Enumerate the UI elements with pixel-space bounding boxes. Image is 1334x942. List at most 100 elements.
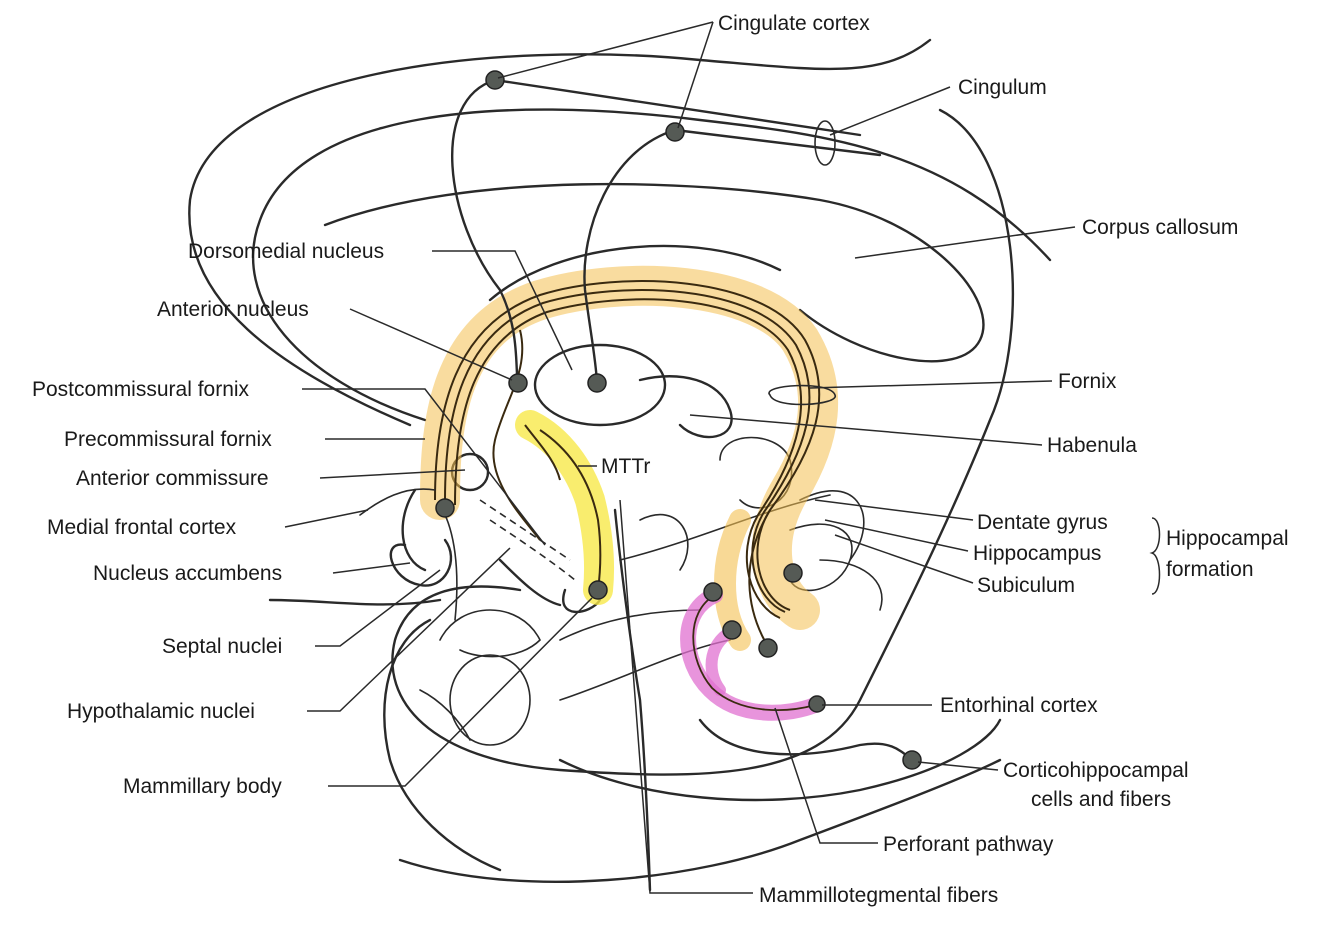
label-corpus-callosum: Corpus callosum bbox=[1082, 216, 1238, 239]
leader-mammillary bbox=[328, 597, 593, 787]
hippocampal-node-3 bbox=[758, 638, 778, 658]
medial-frontal-node bbox=[435, 498, 455, 518]
label-dentate-gyrus: Dentate gyrus bbox=[977, 511, 1108, 534]
hippocampal-contour-2 bbox=[789, 523, 853, 592]
fornix-strand-4 bbox=[492, 329, 541, 541]
fornix-strand-3 bbox=[454, 298, 803, 619]
inferior-temporal-contour bbox=[398, 758, 1002, 884]
leader-septal-nuclei bbox=[315, 569, 441, 647]
temporal-lobe-outer-contour bbox=[391, 108, 1014, 776]
label-hippocampus: Hippocampus bbox=[973, 542, 1101, 565]
label-mammillotegmental-fibers: Mammillotegmental fibers bbox=[759, 884, 998, 907]
entorhinal-node bbox=[808, 695, 826, 713]
temporal-pole-contour bbox=[383, 618, 502, 872]
hippocampal-contour-3 bbox=[819, 559, 883, 611]
lower-fibers bbox=[359, 488, 914, 892]
corpus-callosum-upper-contour bbox=[323, 182, 985, 363]
label-medial-frontal-cortex: Medial frontal cortex bbox=[47, 516, 237, 539]
leader-subiculum bbox=[834, 534, 974, 584]
leader-anterior-nucleus bbox=[349, 308, 513, 381]
perforant-shade bbox=[680, 587, 823, 721]
label-mttr: MTTr bbox=[601, 455, 650, 478]
label-mammillary-body: Mammillary body bbox=[123, 775, 282, 798]
hippocampal-formation-brace bbox=[1149, 517, 1161, 595]
perforant-line bbox=[692, 594, 816, 711]
mttr-line bbox=[539, 429, 602, 591]
postcommissural-fornix-dashed bbox=[479, 499, 571, 561]
thalamus-outline bbox=[533, 343, 667, 427]
label-cingulum: Cingulum bbox=[958, 76, 1047, 99]
mammillothalamic-tract bbox=[479, 410, 615, 605]
label-fornix: Fornix bbox=[1058, 370, 1117, 393]
leader-mammillotegmental bbox=[619, 499, 753, 894]
anterior-nucleus-node bbox=[508, 373, 528, 393]
dorsomedial-nucleus-node bbox=[587, 373, 607, 393]
cingulate-to-thalamus-fiber bbox=[583, 128, 677, 385]
temporal-lobe-inner-contour bbox=[558, 718, 1002, 802]
leader-nucleus-accumbens bbox=[332, 562, 411, 574]
label-subiculum: Subiculum bbox=[977, 574, 1075, 597]
label-precommissural-fornix: Precommissural fornix bbox=[64, 428, 272, 451]
leader-cingulum bbox=[829, 86, 951, 136]
leader-cingulate-cortex-b bbox=[677, 21, 714, 129]
leader-cingulate-cortex-a bbox=[497, 21, 714, 79]
lower-medial-loop bbox=[439, 609, 541, 658]
label-hippocampal-formation-1: Hippocampal bbox=[1166, 527, 1289, 550]
subiculum-node bbox=[783, 563, 803, 583]
cingulate-node-upper bbox=[485, 70, 505, 90]
hippocampal-node-1 bbox=[703, 582, 723, 602]
cingulum-bundle-upper bbox=[493, 78, 862, 137]
cingulum-bundle-lower bbox=[673, 128, 882, 157]
leader-medial-frontal bbox=[284, 509, 369, 528]
fornix-loop-marker bbox=[768, 384, 836, 406]
leader-dentate-gyrus bbox=[814, 499, 974, 521]
cingulate-connections bbox=[451, 78, 882, 385]
outer-hemisphere-contour bbox=[188, 38, 932, 427]
label-entorhinal-cortex: Entorhinal cortex bbox=[940, 694, 1098, 717]
cell-nodes bbox=[435, 70, 922, 770]
label-nucleus-accumbens: Nucleus accumbens bbox=[93, 562, 282, 585]
parahippocampal-contour-2 bbox=[559, 609, 701, 641]
leader-lines bbox=[284, 21, 1161, 894]
basal-forebrain-contour bbox=[268, 598, 442, 606]
cingulum-loop bbox=[814, 120, 836, 166]
label-anterior-commissure: Anterior commissure bbox=[76, 467, 269, 490]
hippocampal-contour-1 bbox=[799, 490, 865, 561]
corpus-callosum-lower-contour bbox=[488, 244, 782, 302]
diagram-labels: Cingulate cortex Cingulum Corpus callosu… bbox=[32, 12, 1289, 907]
leader-postcommissural bbox=[302, 388, 546, 546]
fornix-lower-branch bbox=[748, 509, 771, 651]
leader-dorsomedial bbox=[432, 250, 573, 371]
label-cingulate-cortex: Cingulate cortex bbox=[718, 12, 870, 35]
mttr-line-2 bbox=[524, 424, 561, 481]
precommissural-fornix-dashed bbox=[489, 519, 576, 581]
fornix-strand-2 bbox=[444, 289, 811, 613]
midbrain-contour bbox=[639, 513, 689, 571]
leader-anterior-commissure bbox=[319, 469, 466, 479]
leader-fornix bbox=[809, 380, 1053, 389]
label-corticohippocampal-2: cells and fibers bbox=[1031, 788, 1171, 811]
mammillotegmental-fiber bbox=[613, 508, 652, 892]
uncal-ellipse bbox=[449, 654, 531, 746]
nucleus-accumbens-contour bbox=[401, 488, 427, 572]
label-dorsomedial-nucleus: Dorsomedial nucleus bbox=[188, 240, 384, 263]
leader-corticohippocampal bbox=[917, 761, 999, 771]
leader-habenula bbox=[689, 414, 1043, 446]
leader-corpus-callosum bbox=[854, 226, 1076, 259]
label-corticohippocampal-1: Corticohippocampal bbox=[1003, 759, 1189, 782]
leader-perforant bbox=[774, 707, 878, 844]
nucleus-accumbens-fiber bbox=[439, 504, 458, 621]
fornix-shade bbox=[420, 265, 839, 630]
corticohippocampal-node bbox=[902, 750, 922, 770]
cingulate-node-lower bbox=[665, 122, 685, 142]
inner-medial-contour bbox=[419, 689, 471, 741]
label-postcommissural-fornix: Postcommissural fornix bbox=[32, 378, 250, 401]
leader-hippocampus bbox=[824, 519, 969, 552]
corticohippocampal-fiber bbox=[698, 718, 914, 762]
septal-region-contour bbox=[389, 538, 453, 587]
label-hippocampal-formation-2: formation bbox=[1166, 558, 1254, 581]
habenula-shape bbox=[638, 375, 733, 439]
cingulate-gyrus-contour bbox=[251, 108, 1052, 422]
label-hypothalamic-nuclei: Hypothalamic nuclei bbox=[67, 700, 255, 723]
